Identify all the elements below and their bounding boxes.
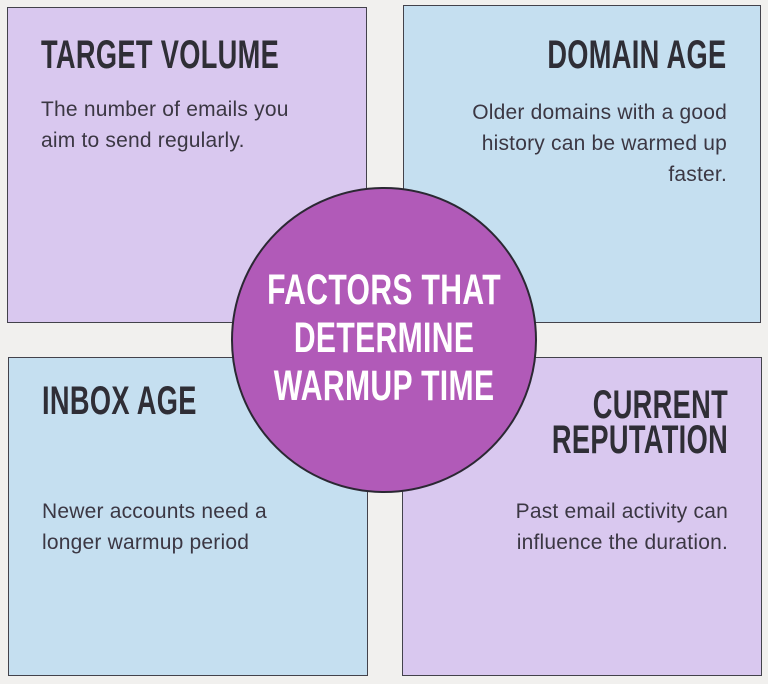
- card-body-target-volume: The number of emails you aim to send reg…: [41, 94, 289, 156]
- title-line: TARGET VOLUME: [41, 33, 280, 77]
- card-body-inbox-age: Newer accounts need a longer warmup peri…: [42, 496, 267, 558]
- circle-title-line: WARMUP TIME: [273, 362, 495, 410]
- body-line: influence the duration.: [516, 531, 728, 554]
- title-line: CURRENT: [592, 383, 728, 427]
- card-body-domain-age: Older domains with a good history can be…: [472, 97, 727, 190]
- body-line: Older domains with a good: [472, 101, 727, 124]
- body-line: Newer accounts need a: [42, 500, 267, 523]
- center-circle: FACTORS THAT DETERMINE WARMUP TIME: [231, 187, 537, 493]
- body-line: history can be warmed up: [481, 132, 727, 155]
- circle-title-line: DETERMINE: [293, 314, 475, 362]
- card-title-current-reputation: CURRENT REPUTATION: [551, 383, 728, 462]
- circle-title: FACTORS THAT DETERMINE WARMUP TIME: [267, 266, 501, 410]
- card-domain-age: DOMAIN AGE Older domains with a good his…: [403, 5, 761, 323]
- card-body-current-reputation: Past email activity can influence the du…: [516, 496, 728, 558]
- title-line: REPUTATION: [551, 418, 728, 462]
- body-line: aim to send regularly.: [41, 129, 245, 152]
- body-line: The number of emails you: [41, 98, 289, 121]
- title-line: INBOX AGE: [42, 379, 197, 423]
- body-line: Past email activity can: [515, 500, 728, 523]
- body-line: faster.: [668, 163, 727, 186]
- body-line: longer warmup period: [42, 531, 250, 554]
- card-title-domain-age: DOMAIN AGE: [547, 33, 727, 77]
- circle-title-line: FACTORS THAT: [267, 266, 501, 314]
- title-line: DOMAIN AGE: [547, 33, 727, 77]
- card-target-volume: TARGET VOLUME The number of emails you a…: [7, 7, 367, 323]
- card-title-inbox-age: INBOX AGE: [42, 379, 197, 423]
- card-title-target-volume: TARGET VOLUME: [41, 33, 280, 77]
